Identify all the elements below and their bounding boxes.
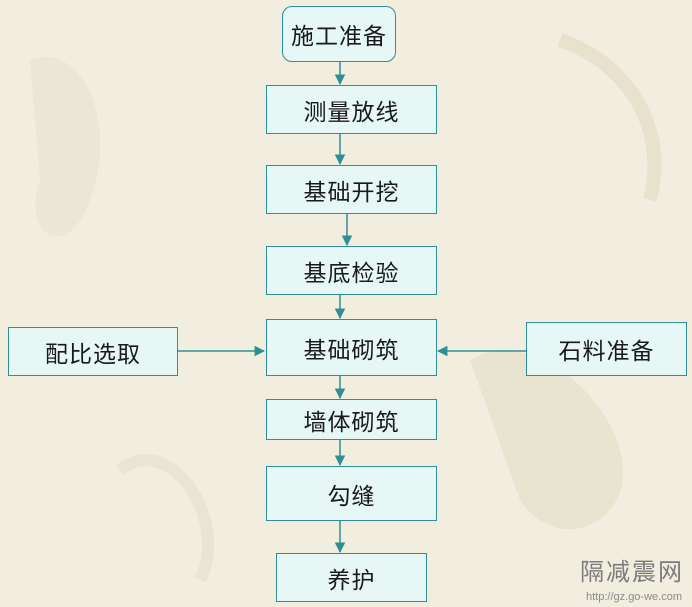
node-step-4: 基础砌筑 <box>266 319 437 376</box>
node-right-input: 石料准备 <box>526 322 687 376</box>
node-step-2: 基础开挖 <box>266 165 437 214</box>
node-step-7: 养护 <box>276 553 427 602</box>
node-start: 施工准备 <box>282 6 396 62</box>
watermark-url: http://gz.go-we.com <box>586 591 682 603</box>
node-left-input: 配比选取 <box>8 327 178 376</box>
node-step-5: 墙体砌筑 <box>266 399 437 440</box>
node-step-3: 基底检验 <box>266 246 437 295</box>
node-step-1: 测量放线 <box>266 85 437 134</box>
watermark-text: 隔减震网 <box>580 558 684 586</box>
node-step-6: 勾缝 <box>266 466 437 521</box>
